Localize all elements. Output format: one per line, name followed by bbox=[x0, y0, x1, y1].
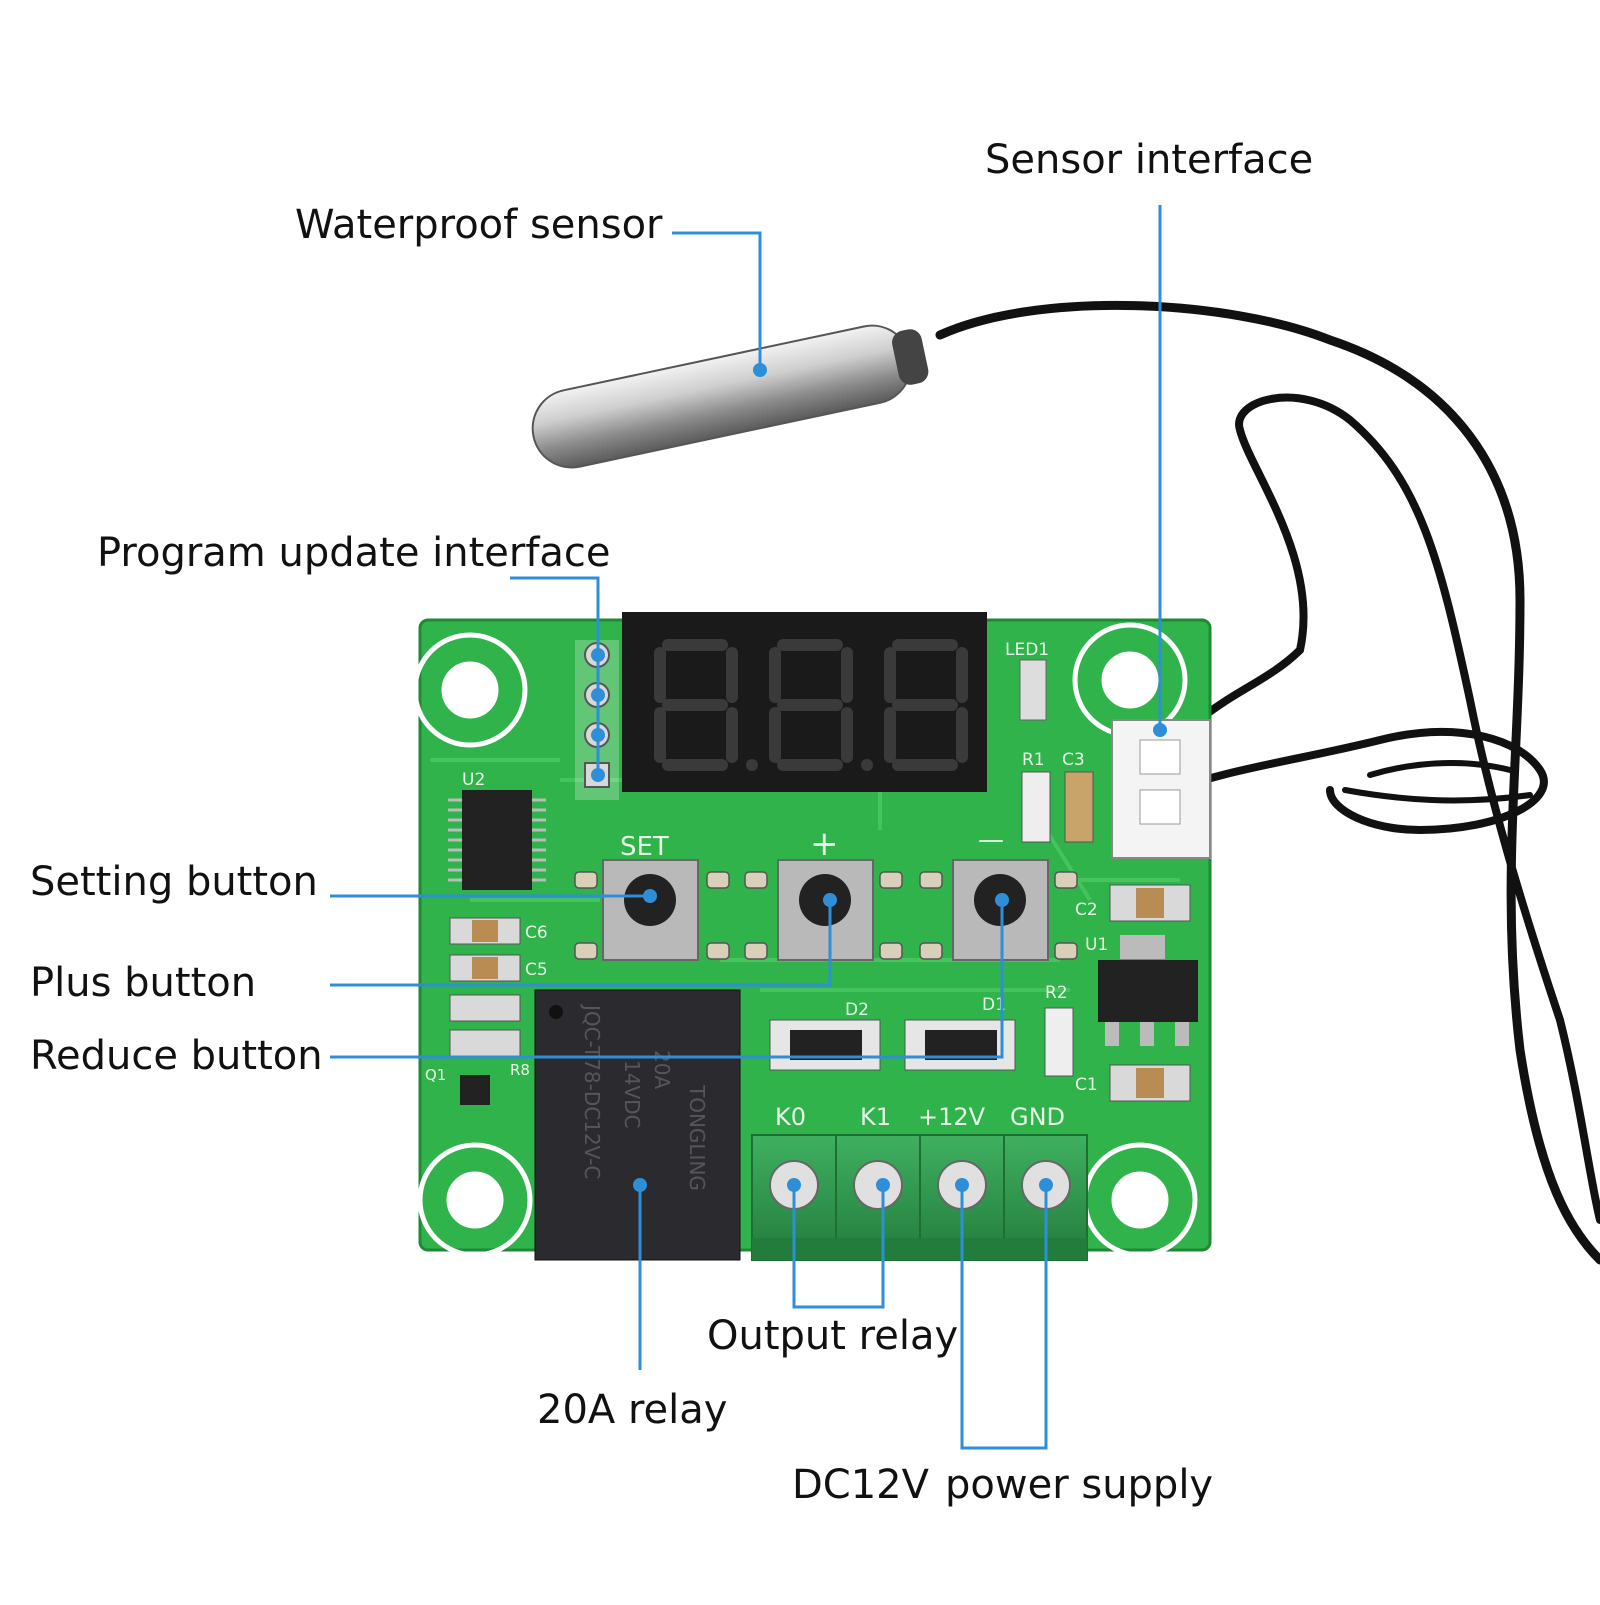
label-output-relay: Output relay bbox=[707, 1313, 959, 1359]
leader-dots bbox=[591, 363, 1167, 1192]
label-k0: K0 bbox=[775, 1103, 806, 1131]
label-sensor-interface: Sensor interface bbox=[985, 137, 1314, 183]
seven-segment-display bbox=[622, 612, 987, 792]
label-c5: C5 bbox=[525, 960, 548, 980]
terminal-block bbox=[751, 1134, 1088, 1261]
resistor-r2 bbox=[1044, 1007, 1074, 1077]
label-led1: LED1 bbox=[1005, 640, 1049, 660]
label-u2: U2 bbox=[462, 770, 485, 790]
label-waterproof-sensor: Waterproof sensor bbox=[295, 202, 663, 248]
label-setting-button: Setting button bbox=[30, 859, 318, 905]
label-12v: +12V bbox=[918, 1103, 986, 1131]
label-c3: C3 bbox=[1062, 750, 1085, 770]
relay-brand: TONGLING bbox=[685, 1084, 709, 1191]
mounting-holes bbox=[412, 622, 1198, 1258]
relay-text-3: JQC-T78-DC12V-C bbox=[580, 1003, 604, 1179]
relay-text-2: 14VDC bbox=[620, 1060, 644, 1129]
sensor-cable bbox=[935, 300, 1600, 1265]
label-c6: C6 bbox=[525, 923, 548, 943]
label-plus-button: Plus button bbox=[30, 960, 257, 1006]
label-plus: + bbox=[810, 824, 839, 864]
label-20a-relay: 20A relay bbox=[537, 1387, 728, 1433]
label-d2: D2 bbox=[845, 1000, 869, 1020]
label-c1: C1 bbox=[1075, 1075, 1098, 1095]
label-minus: — bbox=[978, 825, 1004, 855]
plus-button[interactable] bbox=[777, 859, 874, 961]
label-q1: Q1 bbox=[425, 1066, 446, 1084]
setting-button[interactable] bbox=[602, 859, 699, 961]
label-u1: U1 bbox=[1085, 935, 1108, 955]
label-set: SET bbox=[620, 832, 669, 862]
capacitor-c1-body bbox=[1136, 1068, 1164, 1098]
label-r8: R8 bbox=[510, 1061, 530, 1079]
capacitors-left bbox=[449, 917, 521, 1057]
label-c2: C2 bbox=[1075, 900, 1098, 920]
sensor-connector bbox=[1111, 719, 1211, 859]
diode-d2 bbox=[769, 1019, 881, 1071]
label-k1: K1 bbox=[860, 1103, 891, 1131]
led1 bbox=[1019, 659, 1047, 721]
capacitor-c3 bbox=[1064, 771, 1094, 843]
waterproof-sensor-probe bbox=[531, 324, 929, 469]
transistor-q1 bbox=[460, 1075, 490, 1105]
label-program-update-interface: Program update interface bbox=[97, 530, 611, 576]
relay-20a: TONGLING 20A 14VDC JQC-T78-DC12V-C bbox=[534, 989, 741, 1261]
label-dc12v: DC12V bbox=[792, 1462, 929, 1508]
button-row-pads bbox=[574, 871, 1078, 960]
chip-u2: U2 bbox=[448, 770, 546, 890]
diode-d1 bbox=[904, 1019, 1016, 1071]
label-reduce-button: Reduce button bbox=[30, 1033, 323, 1079]
leader-lines bbox=[330, 205, 1162, 1450]
label-gnd: GND bbox=[1010, 1103, 1065, 1131]
resistor-r1 bbox=[1021, 771, 1051, 843]
label-r2: R2 bbox=[1045, 983, 1068, 1003]
label-d1: D1 bbox=[982, 995, 1006, 1015]
capacitor-c2-body bbox=[1136, 888, 1164, 918]
label-r1: R1 bbox=[1022, 750, 1045, 770]
regulator-u1 bbox=[1098, 935, 1198, 1046]
label-power-supply: power supply bbox=[945, 1462, 1214, 1508]
